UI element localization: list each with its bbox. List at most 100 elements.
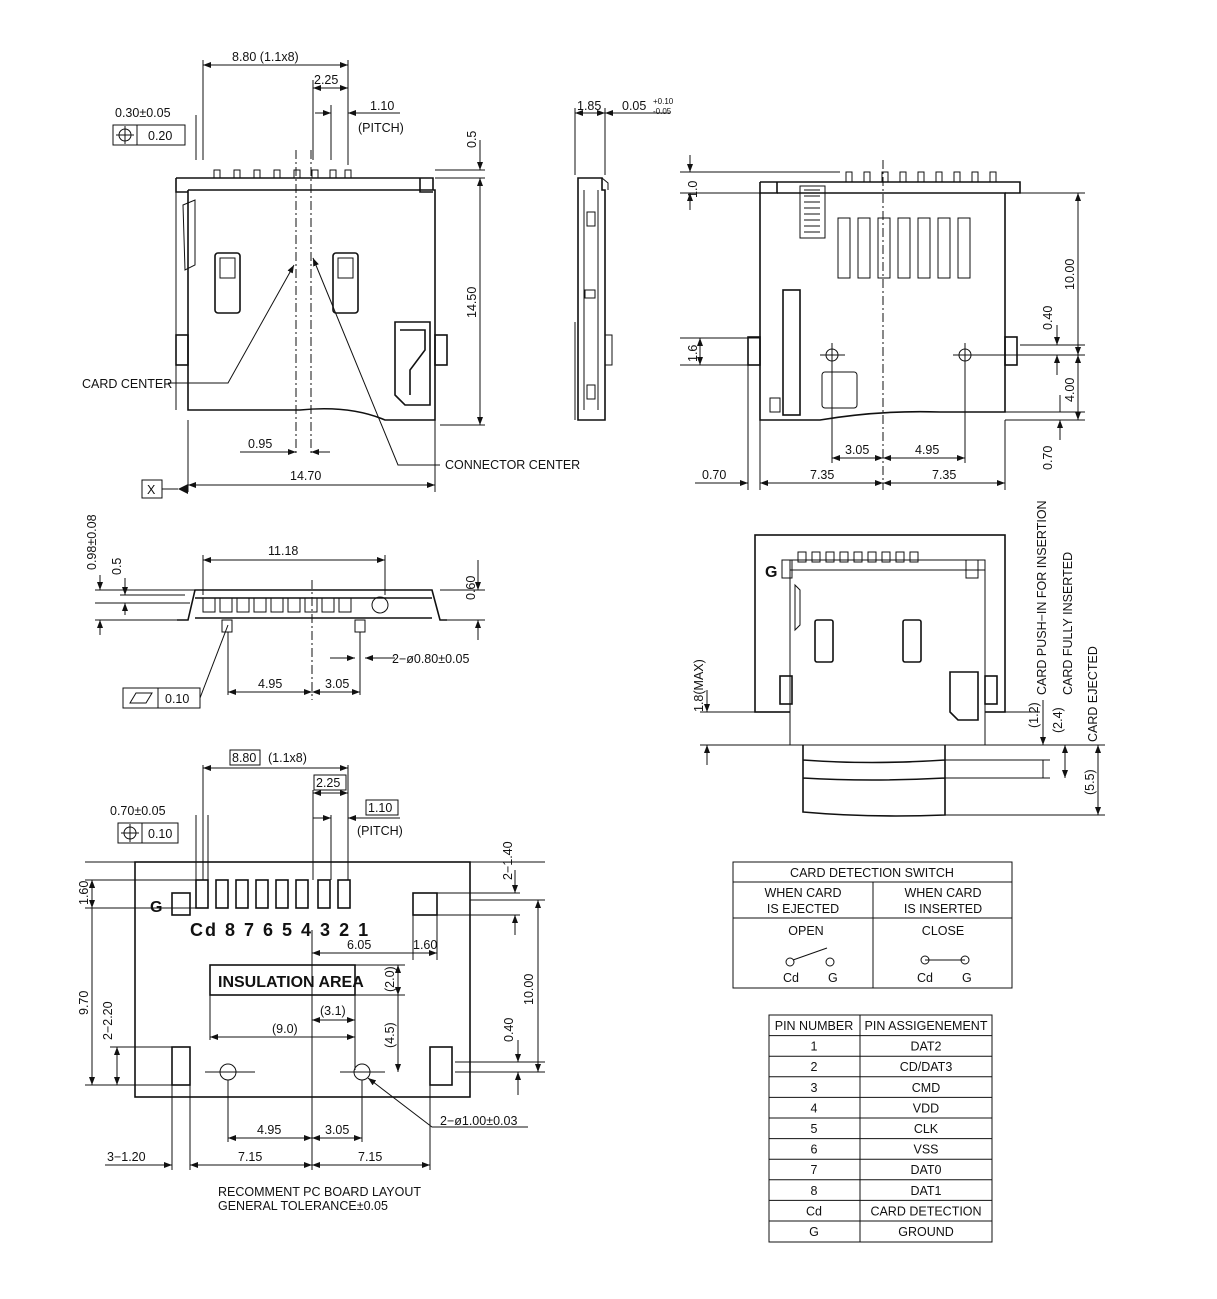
switch-open-g: G [828, 971, 838, 985]
dim-0-60: 0.60 [464, 576, 478, 600]
position-symbol-icon [116, 126, 134, 144]
dim-1-0: 1.0 [686, 181, 700, 198]
pcb-dim-4-95: 4.95 [257, 1123, 281, 1137]
pin-assignment: GROUND [898, 1225, 954, 1239]
pcb-dim-8-80-note: (1.1x8) [268, 751, 307, 765]
pcb-dim-4-5: (4.5) [383, 1022, 397, 1048]
pin-assignment: CLK [914, 1122, 939, 1136]
pcb-dim-3-05: 3.05 [325, 1123, 349, 1137]
switch-col1-line1: WHEN CARD [764, 886, 841, 900]
datum-label: X [147, 483, 156, 497]
position-tolerance-frame [112, 124, 186, 146]
dim-1-6: 1.6 [686, 345, 700, 362]
dim-11-18: 11.18 [268, 544, 298, 558]
pcb-dim-6-05: 6.05 [347, 938, 371, 952]
pcb-dim-8-80: 8.80 [232, 751, 256, 765]
contact-windows [837, 217, 971, 279]
pcb-dim-2-0: (2.0) [383, 966, 397, 992]
pitch-label: (PITCH) [358, 121, 404, 135]
dim-3-05-front: 3.05 [325, 677, 349, 691]
dim-0-40: 0.40 [1041, 306, 1055, 330]
pin-number: 8 [811, 1184, 818, 1198]
dim-14-70: 14.70 [290, 469, 321, 483]
pcb-pin-labels: Cd 8 7 6 5 4 3 2 1 [190, 920, 370, 940]
closed-switch-symbol-icon [920, 955, 970, 965]
dim-pin-span: 8.80 (1.1x8) [232, 50, 299, 64]
position-tolerance: 0.30±0.05 [115, 106, 171, 120]
dim-0-70-vertical: 0.70 [1041, 446, 1055, 470]
dim-7-35-left: 7.35 [810, 468, 834, 482]
pcb-pad-tolerance: 0.70±0.05 [110, 804, 166, 818]
pcb-dim-3-1-20: 3−1.20 [107, 1150, 146, 1164]
side-view: 1.85 0.05 +0.10 -0.05 [574, 97, 674, 421]
dim-2-4: (2.4) [1051, 707, 1065, 733]
switch-col1-line2: IS EJECTED [767, 902, 839, 916]
pcb-pad-tolerance-value: 0.10 [148, 827, 172, 841]
pcb-note-1: RECOMMENT PC BOARD LAYOUT [218, 1185, 421, 1199]
pcb-dim-2-2-20: 2−2.20 [101, 1001, 115, 1040]
switch-col2-line2: IS INSERTED [904, 902, 982, 916]
card-detection-switch-table: CARD DETECTION SWITCH WHEN CARD IS EJECT… [732, 861, 1013, 989]
pin-table-header-number: PIN NUMBER [775, 1019, 853, 1033]
pin-number: 2 [811, 1060, 818, 1074]
pin-assignment: DAT0 [910, 1163, 941, 1177]
dim-1-8-max: 1.8(MAX) [692, 659, 706, 712]
pin-number: 1 [811, 1040, 818, 1054]
pcb-dim-9-0: (9.0) [272, 1022, 298, 1036]
pin-assignment: CARD DETECTION [870, 1204, 981, 1218]
pcb-dim-0-40: 0.40 [502, 1018, 516, 1042]
front-view: 11.18 0.98±0.08 0.5 0.60 2−ø0.80±0.05 4.… [85, 514, 485, 709]
tol-minus: -0.05 [653, 107, 672, 116]
card-center-label: CARD CENTER [82, 377, 172, 391]
switch-table-title: CARD DETECTION SWITCH [790, 866, 954, 880]
dim-pitch: 1.10 [370, 99, 394, 113]
dim-0-98: 0.98±0.08 [85, 514, 99, 570]
pin-number: 7 [811, 1163, 818, 1177]
pcb-note-2: GENERAL TOLERANCE±0.05 [218, 1199, 388, 1213]
pin-number: 6 [811, 1143, 818, 1157]
position-symbol-icon [121, 824, 139, 842]
dim-0-5: 0.5 [465, 131, 479, 148]
insulation-area [209, 964, 356, 996]
pcb-dim-1-60-right: 1.60 [413, 938, 437, 952]
dim-0-5-front: 0.5 [110, 558, 124, 575]
top-view: 8.80 (1.1x8) 2.25 1.10 (PITCH) 0.30±0.05… [82, 50, 580, 499]
contact-pins [845, 171, 997, 183]
switch-close-g: G [962, 971, 972, 985]
tol-plus: +0.10 [653, 97, 674, 106]
pcb-holes-spec: 2−ø1.00±0.03 [440, 1114, 517, 1128]
card-push-in-label: CARD PUSH−IN FOR INSERTION [1035, 500, 1049, 695]
pin-number: 5 [811, 1122, 818, 1136]
pin-number: Cd [806, 1204, 822, 1218]
pin-assignment: VDD [913, 1101, 939, 1115]
pin-assignment: DAT2 [910, 1040, 941, 1054]
dim-10-00: 10.00 [1063, 259, 1077, 290]
dim-4-00: 4.00 [1063, 378, 1077, 402]
insulation-area-label: INSULATION AREA [218, 974, 364, 991]
pin-assignment: CD/DAT3 [900, 1060, 953, 1074]
pin-number: 4 [811, 1101, 818, 1115]
dim-4-95: 4.95 [915, 443, 939, 457]
pin-assignment: VSS [913, 1143, 938, 1157]
insertion-view: G 1.8(MAX) (1.2) (2.4) (5.5) CARD PUSH−I… [692, 500, 1105, 817]
pcb-dim-7-15-right: 7.15 [358, 1150, 382, 1164]
dim-0-05: 0.05 [622, 99, 646, 113]
switch-col2-line1: WHEN CARD [904, 886, 981, 900]
dim-7-35-right: 7.35 [932, 468, 956, 482]
card-ejected-label: CARD EJECTED [1086, 646, 1100, 742]
switch-close-state: CLOSE [922, 924, 964, 938]
pcb-dim-7-15-left: 7.15 [238, 1150, 262, 1164]
switch-open-cd: Cd [783, 971, 799, 985]
front-holes-spec: 2−ø0.80±0.05 [392, 652, 469, 666]
pcb-dim-9-70: 9.70 [77, 991, 91, 1015]
front-contacts [202, 596, 389, 614]
pcb-pads [171, 879, 453, 1086]
dim-14-50: 14.50 [465, 287, 479, 318]
insertion-ground-label: G [765, 564, 777, 581]
pcb-dim-1-10: 1.10 [368, 801, 392, 815]
dim-5-5: (5.5) [1083, 769, 1097, 795]
pin-number: G [809, 1225, 819, 1239]
dim-0-70-horizontal: 0.70 [702, 468, 726, 482]
